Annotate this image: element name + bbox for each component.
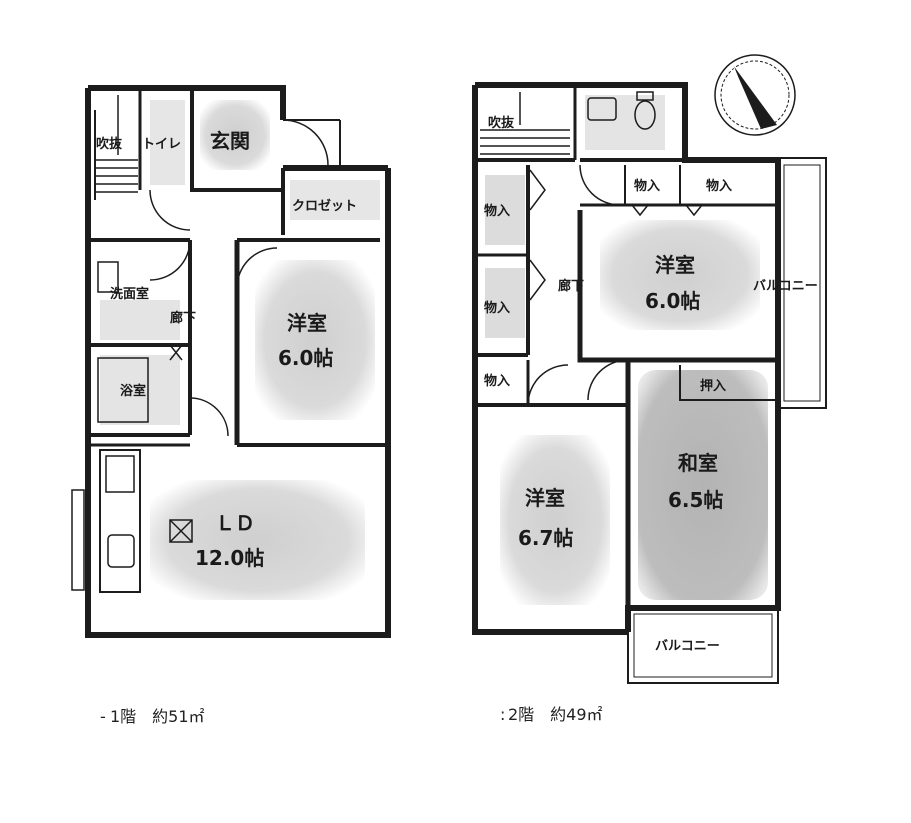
room-yoshitsu-2f-b-area: 6.7帖 — [518, 526, 573, 550]
senmen-shade — [100, 300, 180, 340]
room-monoire-2f-4: 物入 — [634, 178, 660, 194]
room-genkan: 玄関 — [210, 129, 250, 153]
room-yoshitsu-2f-a-name: 洋室 — [655, 253, 695, 277]
floor1-doors — [149, 119, 329, 437]
room-yoshitsu-2f-b-name: 洋室 — [525, 486, 565, 510]
floor1-walls — [71, 85, 391, 638]
washitsu-shade — [638, 370, 768, 600]
room-roka-1f: 廊下 — [170, 310, 196, 326]
genkan-shade — [200, 100, 270, 170]
yokushitsu-shade — [100, 355, 180, 425]
room-yoshitsu-1f-name: 洋室 — [287, 311, 327, 335]
room-balcony-south: バルコニー — [655, 639, 720, 654]
room-washitsu-name: 和室 — [678, 451, 718, 475]
room-balcony-east: バルコニー — [753, 279, 818, 294]
floor1-caption-prefix: - — [100, 707, 106, 726]
room-yokushitsu: 浴室 — [120, 383, 146, 399]
monoire-shade-1 — [485, 175, 525, 245]
room-fukinuke-1f: 吹抜 — [96, 136, 123, 152]
room-toilet-1f: トイレ — [142, 137, 181, 152]
floor2-doors — [527, 164, 703, 406]
yoshitsu-2f-a-shade — [600, 220, 760, 330]
yoshitsu-shade — [255, 260, 375, 420]
floor2-caption: 2階 約49㎡ — [508, 705, 603, 724]
room-yoshitsu-1f-area: 6.0帖 — [278, 346, 333, 370]
ld-shade — [150, 480, 365, 600]
room-ld-area: 12.0帖 — [195, 546, 264, 570]
pillar-x-icon — [169, 519, 193, 543]
floor2-walls — [472, 82, 827, 684]
room-senmen: 洗面室 — [110, 286, 149, 302]
room-closet: クロゼット — [292, 198, 357, 214]
yoshitsu-2f-b-shade — [500, 435, 610, 605]
room-monoire-2f-1: 物入 — [484, 203, 510, 219]
toilet-shade — [150, 100, 185, 185]
north-arrow-icon — [714, 54, 796, 136]
room-oshiire: 押入 — [700, 378, 726, 394]
room-yoshitsu-2f-a-area: 6.0帖 — [645, 289, 700, 313]
closet-shade — [290, 180, 380, 220]
room-fukinuke-2f: 吹抜 — [488, 115, 515, 131]
monoire-shade-2 — [485, 268, 525, 338]
floor2-plan: 吹抜 物入 物入 物入 物入 物入 廊下 洋室 6.0帖 バルコニー 押入 和室… — [472, 54, 827, 724]
room-ld-name: ＬＤ — [215, 511, 255, 535]
room-monoire-2f-3: 物入 — [484, 373, 510, 389]
room-monoire-2f-2: 物入 — [484, 300, 510, 316]
room-monoire-2f-5: 物入 — [706, 178, 732, 194]
room-washitsu-area: 6.5帖 — [668, 488, 723, 512]
floor1-plan: 吹抜 トイレ 玄関 クロゼット 洗面室 廊下 洋室 6.0帖 浴室 ＬＤ 12.… — [71, 85, 391, 726]
room-roka-2f: 廊下 — [558, 278, 584, 294]
floor2-caption-prefix: : — [500, 705, 505, 724]
floor1-caption: 1階 約51㎡ — [110, 707, 205, 726]
